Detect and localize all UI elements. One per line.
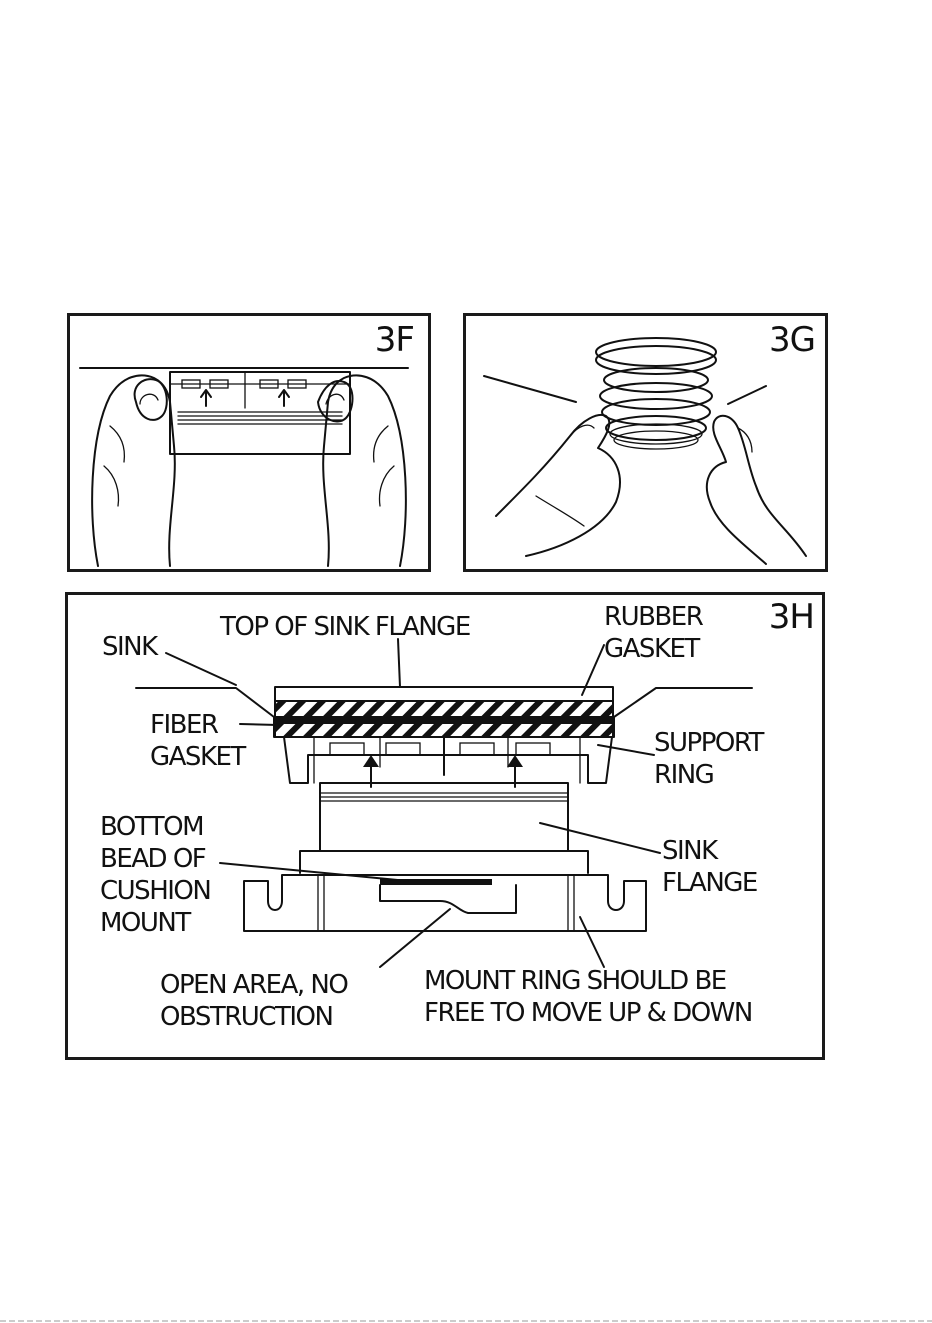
label-support-ring-line1: SUPPORT: [654, 729, 763, 758]
label-mount-ring-line2: FREE TO MOVE UP & DOWN: [424, 999, 752, 1028]
figure-3f-tag: 3F: [375, 320, 414, 360]
label-support-ring-line2: RING: [654, 761, 713, 790]
figure-3g-panel: 3G: [463, 313, 828, 572]
figure-3h-panel: 3H SINK TOP OF SINK FLANGE RUBBER GASKET…: [65, 592, 825, 1060]
label-open-area-line2: OBSTRUCTION: [160, 1003, 332, 1032]
label-rubber-gasket-line2: GASKET: [604, 635, 699, 664]
label-sink-flange-line2: FLANGE: [662, 869, 757, 898]
label-bottom-bead-line1: BOTTOM: [100, 813, 203, 842]
label-bottom-bead-line4: MOUNT: [100, 909, 190, 938]
label-fiber-gasket-line1: FIBER: [150, 711, 217, 740]
figure-3g-tag: 3G: [769, 320, 815, 360]
label-rubber-gasket-line1: RUBBER: [604, 603, 702, 632]
label-bottom-bead-line2: BEAD OF: [100, 845, 205, 874]
label-sink-flange-line1: SINK: [662, 837, 717, 866]
label-sink: SINK: [102, 633, 157, 662]
label-open-area-line1: OPEN AREA, NO: [160, 971, 347, 1000]
page-bottom-edge: [0, 1319, 932, 1323]
label-fiber-gasket-line2: GASKET: [150, 743, 245, 772]
figure-3f-panel: 3F: [67, 313, 431, 572]
label-bottom-bead-line3: CUSHION: [100, 877, 210, 906]
figure-3h-tag: 3H: [769, 597, 814, 637]
label-top-of-sink-flange: TOP OF SINK FLANGE: [220, 613, 470, 642]
label-mount-ring-line1: MOUNT RING SHOULD BE: [424, 967, 726, 996]
